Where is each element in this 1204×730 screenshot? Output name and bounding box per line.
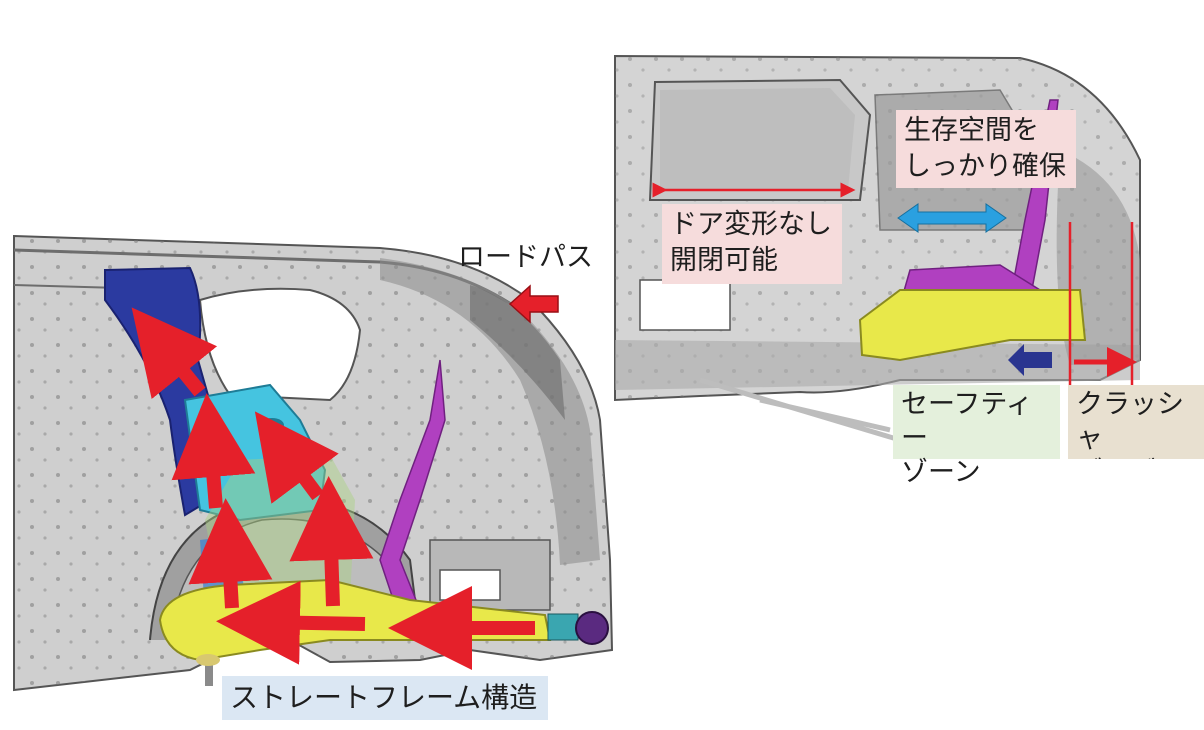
load-arrow — [131, 307, 218, 400]
load-arrow — [289, 476, 374, 607]
safety-zone-arrow — [1008, 344, 1052, 376]
side-annotations — [652, 182, 1137, 385]
load-arrow — [216, 580, 366, 665]
load-path-arrows — [131, 307, 535, 670]
quarter-window-opening — [198, 287, 362, 402]
legend-load-arrow — [508, 284, 559, 324]
survival-width-arrow — [897, 203, 1007, 233]
door-label: ドア変形なし 開閉可能 — [662, 204, 842, 284]
safety-zone-label: セーフティー ゾーン — [893, 385, 1060, 488]
side-yellow-frame — [858, 289, 1087, 362]
load-arrow — [171, 393, 256, 509]
survival-space-label: 生存空間を しっかり確保 — [896, 110, 1076, 188]
crushable-zone-label: クラッシャ ブルゾーン — [1068, 385, 1204, 459]
load-arrow — [254, 411, 339, 504]
straight-frame-label: ストレートフレーム構造 — [222, 676, 548, 720]
load-arrow — [188, 498, 273, 609]
load-path-label: ロードパス — [458, 242, 593, 273]
